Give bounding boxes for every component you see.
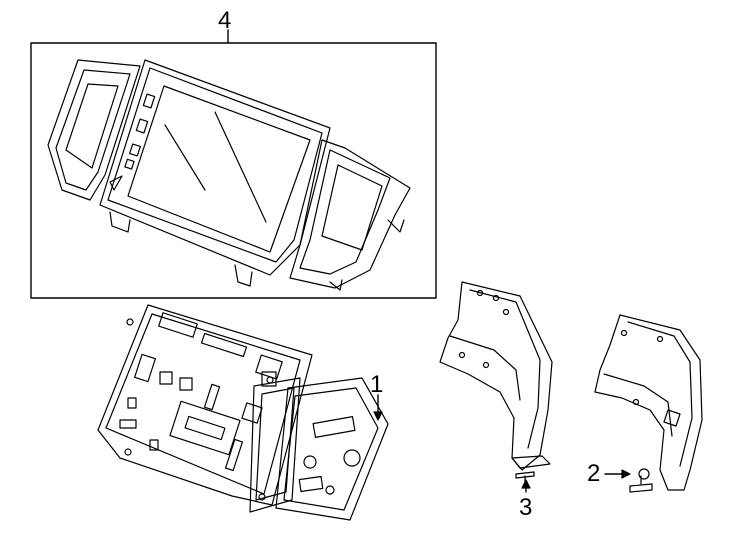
callout-3: 3 — [519, 494, 533, 521]
control-unit — [97, 304, 389, 521]
bracket-3 — [439, 281, 553, 493]
callout-2: 2 — [587, 460, 601, 487]
bracket-2 — [594, 314, 703, 493]
display-detail-frame — [30, 29, 437, 299]
display-assembly — [47, 59, 411, 291]
callout-4: 4 — [218, 7, 232, 34]
callout-1: 1 — [370, 371, 384, 398]
